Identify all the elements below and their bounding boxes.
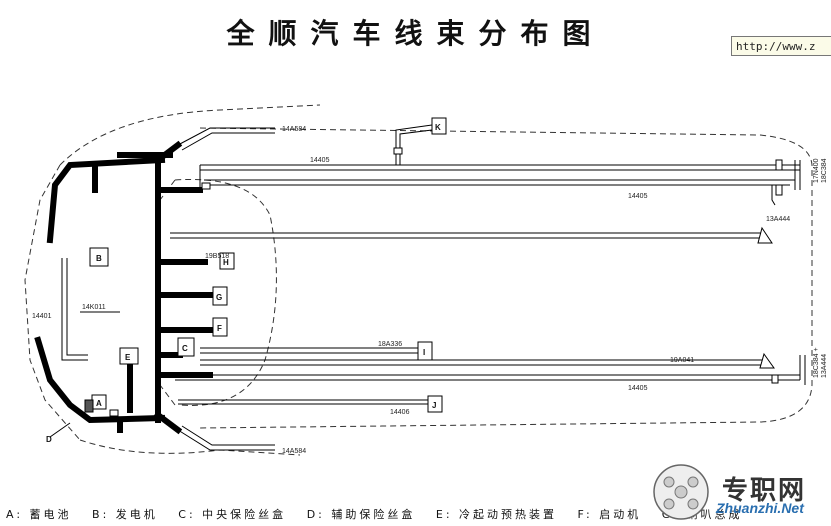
box-letter-K: K	[435, 123, 441, 132]
label-14405-a: 14405	[310, 157, 330, 164]
label-right-bot-b: 13A444	[821, 354, 828, 378]
label-14A584-top: 14A584	[282, 126, 306, 133]
box-I	[417, 341, 433, 361]
url-tooltip: http://www.z	[731, 36, 831, 56]
horns	[757, 226, 775, 369]
box-E	[119, 347, 139, 365]
label-14405-b: 14405	[628, 193, 648, 200]
box-H	[219, 252, 235, 270]
box-letter-I: I	[423, 348, 425, 357]
label-14405-c: 14405	[628, 385, 648, 392]
box-letters: A B C D E F G H I J K	[46, 123, 441, 444]
label-13A444: 13A444	[766, 216, 790, 223]
battery-block	[84, 399, 94, 413]
label-14406: 14406	[390, 409, 410, 416]
legend-item: F: 启动机	[577, 508, 642, 521]
page-title: 全顺汽车线束分布图	[226, 17, 605, 50]
label-right-bot-a: 18C384 +	[813, 347, 820, 378]
box-letter-E: E	[125, 353, 131, 362]
box-letter-D: D	[46, 435, 52, 444]
box-B	[89, 247, 109, 267]
watermark-subtext: Zhuanzhi.Net	[716, 500, 804, 516]
legend-item: B: 发电机	[92, 508, 158, 521]
horn-icon	[759, 352, 775, 369]
box-letter-C: C	[182, 344, 188, 353]
box-letter-A: A	[96, 399, 102, 408]
connectors	[109, 147, 783, 417]
box-letter-G: G	[216, 293, 222, 302]
vehicle-outline	[24, 104, 813, 456]
label-right-top-a: 17N400	[813, 158, 820, 183]
box-F	[212, 317, 228, 337]
label-19A041: 19A041	[670, 357, 694, 364]
legend-item: A: 蓄电池	[6, 508, 72, 521]
box-K	[431, 117, 447, 135]
label-14A584-bottom: 14A584	[282, 448, 306, 455]
box-letter-F: F	[217, 324, 222, 333]
box-letter-J: J	[432, 401, 436, 410]
label-18A336: 18A336	[378, 341, 402, 348]
box-letter-B: B	[96, 254, 102, 263]
box-letter-H: H	[223, 258, 229, 267]
label-14401: 14401	[32, 313, 52, 320]
box-G	[212, 286, 228, 306]
component-boxes	[84, 117, 447, 413]
harness-labels: 14A584 14A584 14405 14405 14405 14406 19…	[32, 126, 828, 455]
engine-harness	[34, 140, 213, 435]
legend-item: E: 冷起动预热装置	[435, 508, 558, 521]
label-19B518: 19B518	[205, 253, 229, 260]
box-J	[427, 395, 443, 413]
box-C	[177, 337, 195, 357]
label-right-top-b: 18C384	[821, 158, 828, 183]
horn-icon	[757, 226, 773, 244]
body-harness	[61, 124, 806, 451]
legend: A: 蓄电池 B: 发电机 C: 中央保险丝盒 D: 辅助保险丝盒 E: 冷起动…	[6, 506, 766, 522]
label-14K011: 14K011	[82, 304, 106, 311]
legend-item: C: 中央保险丝盒	[178, 508, 287, 521]
legend-item: D: 辅助保险丝盒	[306, 508, 416, 521]
watermark-logo	[653, 464, 709, 520]
leader-D	[49, 422, 71, 438]
watermark-text: 专职网	[722, 476, 807, 506]
